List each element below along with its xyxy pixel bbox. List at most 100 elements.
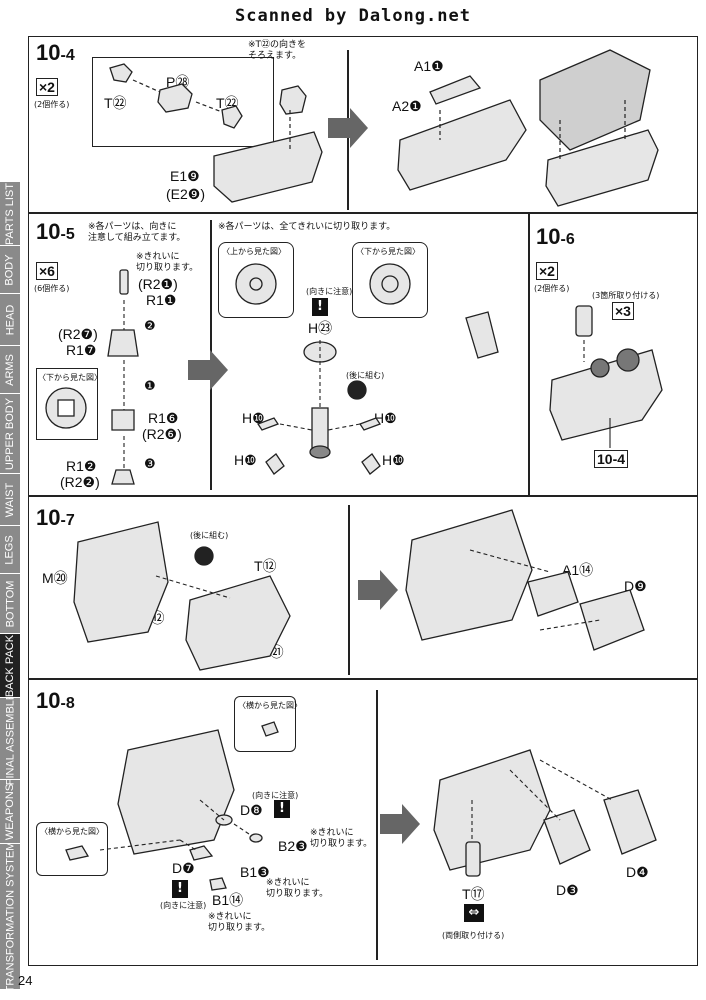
part-label: H㉓ bbox=[308, 320, 333, 336]
quantity-badge: ×2 bbox=[36, 78, 58, 96]
sidebar-tab-arms[interactable]: ARMS bbox=[0, 346, 20, 394]
sidebar-tab-legs[interactable]: LEGS bbox=[0, 526, 20, 574]
sidebar-tab-weapons[interactable]: WEAPONS bbox=[0, 780, 20, 844]
divider bbox=[28, 678, 698, 680]
part-label: H❿ bbox=[242, 410, 265, 426]
part-label: B1⑭ bbox=[212, 892, 244, 908]
part-label: T㉒ bbox=[104, 95, 127, 111]
part-label: T⑰ bbox=[462, 886, 485, 902]
part-label: R1❶ bbox=[146, 292, 177, 308]
quantity-badge: ×2 bbox=[536, 262, 558, 280]
later-caption: (後に組む) bbox=[190, 531, 229, 540]
sidebar-tab-body[interactable]: BODY bbox=[0, 246, 20, 294]
bottom-view-box-2 bbox=[352, 242, 428, 318]
part-label: D❽ bbox=[240, 802, 263, 818]
view-caption: 〈横から見た図〉 bbox=[40, 827, 104, 836]
part-label: M⑳ bbox=[42, 570, 68, 586]
view-caption: 〈横から見た図〉 bbox=[238, 701, 302, 710]
step-title-10-6: 10-6 bbox=[536, 224, 575, 249]
cut-note: ※各パーツは、全てきれいに切り取ります。 bbox=[218, 222, 396, 232]
quantity-note: (2個作る) bbox=[34, 100, 70, 109]
part-label: A2❶ bbox=[392, 98, 422, 114]
step-title-10-8: 10-8 bbox=[36, 688, 75, 713]
sidebar-tab-bottom[interactable]: BOTTOM bbox=[0, 574, 20, 634]
inset-box bbox=[92, 57, 274, 147]
bottom-view-box bbox=[36, 368, 98, 440]
both-sides-icon: ⇔ bbox=[464, 904, 484, 922]
sidebar-tab-waist[interactable]: WAIST bbox=[0, 474, 20, 526]
part-label: E1❾ bbox=[170, 168, 200, 184]
svg-text:❷: ❷ bbox=[144, 319, 156, 334]
sidebar-tab-upper-body[interactable]: UPPER BODY bbox=[0, 394, 20, 474]
cut-note: ※きれいに 切り取ります。 bbox=[310, 828, 373, 849]
part-label: D❸ bbox=[556, 882, 579, 898]
quantity-badge: ×6 bbox=[36, 262, 58, 280]
sidebar-tab-parts-list[interactable]: PARTS LIST bbox=[0, 182, 20, 246]
part-label: B1❸ bbox=[240, 864, 270, 880]
part-label: (R2❷) bbox=[60, 474, 100, 490]
part-label: B2❸ bbox=[278, 838, 308, 854]
warning-icon: ! bbox=[172, 880, 188, 898]
orientation-note: ※T㉒の向きを そろえます。 bbox=[248, 40, 307, 61]
part-label: R1❻ bbox=[148, 410, 179, 426]
orientation-caption: (向きに注意) bbox=[252, 791, 299, 800]
part-label: (R2❶) bbox=[138, 276, 178, 292]
svg-text:❶: ❶ bbox=[144, 379, 156, 394]
part-label: A1❶ bbox=[414, 58, 444, 74]
cut-note: ※きれいに 切り取ります。 bbox=[136, 252, 199, 273]
sidebar-tab-final-assemble[interactable]: FINAL ASSEMBLE bbox=[0, 692, 20, 785]
attach-caption: (両側取り付ける) bbox=[442, 931, 505, 940]
part-label: (R2❼) bbox=[58, 326, 98, 342]
later-caption: (後に組む) bbox=[346, 371, 385, 380]
quantity-note: (6個作る) bbox=[34, 284, 70, 293]
step-title-10-7: 10-7 bbox=[36, 505, 75, 530]
page-number: 24 bbox=[18, 973, 33, 988]
quantity-badge-3: ×3 bbox=[612, 302, 634, 320]
view-caption: 〈上から見た図〉 bbox=[222, 247, 286, 256]
part-label: T⑫ bbox=[254, 558, 277, 574]
part-label: (E2❾) bbox=[166, 186, 205, 202]
part-label: D❼ bbox=[172, 860, 195, 876]
sidebar-tab-back-pack[interactable]: BACK PACK bbox=[0, 634, 20, 698]
side-view-box bbox=[234, 696, 296, 752]
part-label: A1⑭ bbox=[562, 562, 594, 578]
part-label: R1❼ bbox=[66, 342, 97, 358]
divider bbox=[28, 495, 698, 497]
part-label: R1❷ bbox=[66, 458, 97, 474]
step-title-10-5: 10-5 bbox=[36, 219, 75, 244]
cut-note: ※きれいに 切り取ります。 bbox=[208, 912, 271, 933]
top-view-box bbox=[218, 242, 294, 318]
sidebar-tab-head[interactable]: HEAD bbox=[0, 294, 20, 346]
watermark: Scanned by Dalong.net bbox=[235, 6, 471, 26]
divider bbox=[348, 505, 350, 675]
part-label: D❹ bbox=[626, 864, 649, 880]
orientation-caption: (向きに注意) bbox=[306, 287, 353, 296]
view-caption: 〈下から見た図〉 bbox=[38, 373, 102, 382]
step-title-10-4: 10-4 bbox=[36, 40, 75, 65]
quantity-note: (2個作る) bbox=[534, 284, 570, 293]
orientation-note: ※各パーツは、向きに 注意して組み立てます。 bbox=[88, 222, 186, 243]
cut-note: ※きれいに 切り取ります。 bbox=[266, 878, 329, 899]
warning-icon: ! bbox=[274, 800, 290, 818]
part-label: H❿ bbox=[374, 410, 397, 426]
sidebar-tab-transformation-system[interactable]: TRANSFORMATION SYSTEM bbox=[0, 841, 20, 992]
orientation-caption: (向きに注意) bbox=[160, 901, 207, 910]
part-label: (R2❻) bbox=[142, 426, 182, 442]
view-caption: 〈下から見た図〉 bbox=[356, 247, 420, 256]
part-label: H❿ bbox=[234, 452, 257, 468]
part-label: H❿ bbox=[382, 452, 405, 468]
svg-text:❸: ❸ bbox=[144, 457, 156, 472]
page-frame bbox=[28, 36, 698, 966]
divider bbox=[376, 690, 378, 960]
warning-icon: ! bbox=[312, 298, 328, 316]
reference-badge: 10-4 bbox=[594, 450, 629, 468]
divider bbox=[528, 212, 530, 495]
attach-note: (3箇所取り付ける) bbox=[592, 291, 660, 300]
divider bbox=[28, 212, 698, 214]
